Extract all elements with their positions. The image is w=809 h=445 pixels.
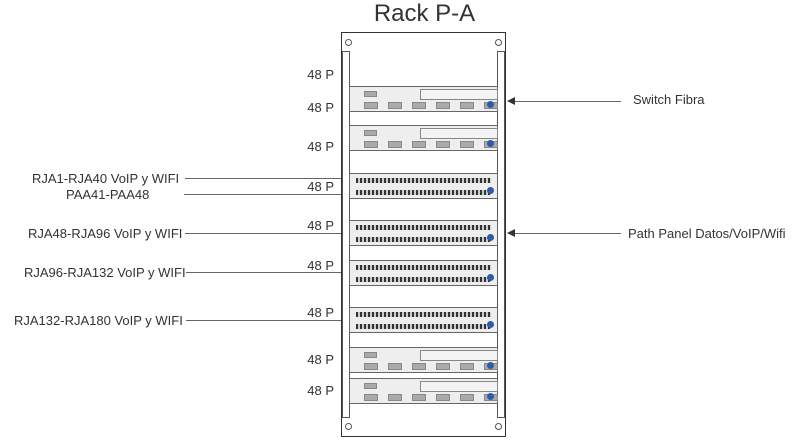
arrow-line [514,101,621,102]
switch-unit [349,347,498,373]
info-icon [487,274,494,281]
patch-port-row [356,324,491,329]
switch-port [436,394,450,401]
switch-port [364,363,378,370]
switch-port [388,394,402,401]
port-count-label: 48 P [307,352,334,367]
switch-led [364,383,377,389]
rack-screw [345,39,352,46]
info-icon [487,362,494,369]
switch-unit [349,378,498,404]
rack-screw [495,423,502,430]
port-count-label: 48 P [307,258,334,273]
patch-panel-unit [349,173,498,199]
info-icon [487,101,494,108]
switch-port [460,141,474,148]
rack-screw [345,423,352,430]
switch-display [420,381,498,392]
arrow-head [507,97,515,105]
port-count-label: 48 P [307,100,334,115]
switch-port [388,102,402,109]
switch-port [412,141,426,148]
switch-port [364,394,378,401]
switch-port [388,141,402,148]
leader-line [185,178,349,179]
left-label-paa41: PAA41-PAA48 [66,187,150,202]
port-count-label: 48 P [307,67,334,82]
port-count-label: 48 P [307,383,334,398]
patch-panel-unit [349,307,498,333]
leader-line [186,320,349,321]
switch-led [364,130,377,136]
switch-display [420,350,498,361]
switch-port [388,363,402,370]
switch-port [436,363,450,370]
switch-port [412,102,426,109]
switch-port [460,102,474,109]
switch-display [420,89,498,100]
switch-port [364,141,378,148]
arrow-head [507,229,515,237]
diagram-title: Rack P-A [373,0,476,27]
left-label-rja48: RJA48-RJA96 VoIP y WIFI [28,226,183,241]
switch-led [364,352,377,358]
leader-line [186,272,349,273]
switch-unit [349,125,498,151]
switch-led [364,91,377,97]
switch-port [460,394,474,401]
switch-port [436,141,450,148]
patch-port-row [356,312,491,317]
right-label-switch: Switch Fibra [633,92,705,107]
switch-unit [349,86,498,112]
right-label-patch: Path Panel Datos/VoIP/Wifi [628,226,786,241]
arrow-line [514,233,621,234]
left-label-rja132: RJA132-RJA180 VoIP y WIFI [14,313,183,328]
patch-panel-unit [349,220,498,246]
switch-display [420,128,498,139]
patch-panel-unit [349,260,498,286]
info-icon [487,234,494,241]
patch-port-row [356,190,491,195]
info-icon [487,187,494,194]
info-icon [487,140,494,147]
switch-port [412,394,426,401]
patch-port-row [356,237,491,242]
port-count-label: 48 P [307,139,334,154]
switch-port [412,363,426,370]
patch-port-row [356,265,491,270]
info-icon [487,393,494,400]
port-count-label: 48 P [307,305,334,320]
switch-port [460,363,474,370]
leader-line [185,233,349,234]
rack-rail-right [497,51,505,418]
patch-port-row [356,178,491,183]
port-count-label: 48 P [307,218,334,233]
left-label-rja1: RJA1-RJA40 VoIP y WIFI [32,171,180,186]
left-label-rja96: RJA96-RJA132 VoIP y WIFI [24,265,186,280]
patch-port-row [356,225,491,230]
patch-port-row [356,277,491,282]
switch-port [364,102,378,109]
rack-screw [495,39,502,46]
info-icon [487,321,494,328]
port-count-label: 48 P [307,179,334,194]
switch-port [436,102,450,109]
leader-line [184,194,349,195]
